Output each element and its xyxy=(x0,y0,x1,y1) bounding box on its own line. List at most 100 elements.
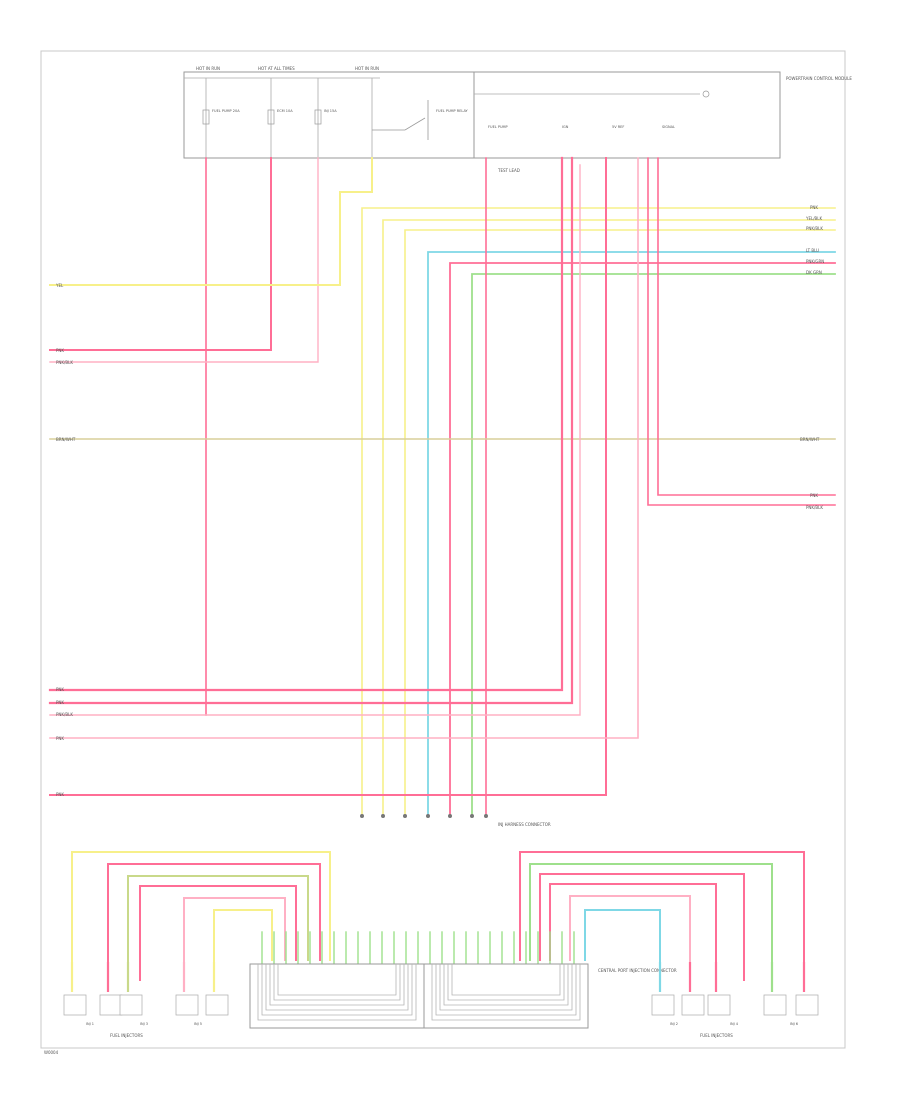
connector-bus-right xyxy=(431,964,581,1021)
wire-label-pink-bottom-3: PNK xyxy=(56,736,64,741)
injector-label: INJ 5 xyxy=(194,1022,202,1026)
connector-bus-left xyxy=(269,964,405,1006)
injector-connector-label: CENTRAL PORT INJECTION CONNECTOR xyxy=(598,968,677,973)
wire-pcm-pnkblk xyxy=(49,164,581,716)
injectors-right-label: FUEL INJECTORS xyxy=(700,1033,733,1038)
injector-icon xyxy=(795,994,819,1016)
wire-label-pink-black-bottom: PNK/BLK xyxy=(56,712,73,717)
wire-label-group: YEL PNK PNK/BLK BRN/WHT PNK PNK PNK/BLK … xyxy=(55,283,76,797)
wire-blu-bus xyxy=(427,251,836,816)
wire-pnk-bus xyxy=(449,262,836,816)
wire-injector-right xyxy=(549,883,717,981)
wire-yellow-ign xyxy=(49,157,373,286)
wire-label-pink-bottom-4: PNK xyxy=(56,792,64,797)
wire-inj-feed xyxy=(49,157,319,363)
harness-pin xyxy=(381,814,385,818)
wire-label-r-brown: BRN/WHT xyxy=(800,437,820,442)
wire-injector-right xyxy=(529,863,773,981)
fuse-icon xyxy=(267,109,275,125)
harness-pin xyxy=(470,814,474,818)
wire-injector-right xyxy=(569,895,691,981)
wire-label-r-pink-black: PNK/BLK xyxy=(806,226,823,231)
injector-connector-outline xyxy=(249,963,589,1029)
module-pin-label-2: IGN xyxy=(562,125,569,129)
wire-group xyxy=(48,156,836,981)
ground-icon xyxy=(702,90,710,98)
wire-pcm-ign-2 xyxy=(48,156,574,705)
injector-label: INJ 3 xyxy=(140,1022,148,1026)
injector-icon xyxy=(205,994,229,1016)
injector-icon xyxy=(763,994,787,1016)
connector-bus-right xyxy=(435,964,577,1016)
page-frame xyxy=(40,50,846,1049)
wire-label-brown: BRN/WHT xyxy=(56,437,76,442)
wire-label-r-dk-green: DK GRN xyxy=(806,270,822,275)
wire-ecm-feed xyxy=(49,157,272,351)
wire-label-r-yellow-black: YEL/BLK xyxy=(805,216,823,221)
injector-label: INJ 4 xyxy=(730,1022,739,1026)
wire-grn-bus xyxy=(471,273,836,816)
connector-bus-right xyxy=(443,964,569,1006)
connector-internal-lines xyxy=(257,964,581,1021)
injector-icon xyxy=(707,994,731,1016)
injector-label: INJ 6 xyxy=(790,1022,798,1026)
fuse-block: HOT IN RUN HOT AT ALL TIMES HOT IN RUN F… xyxy=(183,66,475,159)
fuse-block-label-3: HOT IN RUN xyxy=(355,66,379,71)
wire-label-r-pink-black-2: PNK/BLK xyxy=(806,505,823,510)
module-pin-label-3: 5V REF xyxy=(612,125,624,129)
connector-bus-left xyxy=(265,964,409,1011)
injectors-left-label: FUEL INJECTORS xyxy=(110,1033,143,1038)
fuse-label-3: INJ 15A xyxy=(324,109,337,113)
wire-injector-left xyxy=(213,909,273,981)
harness-pin xyxy=(448,814,452,818)
connector-bus-right xyxy=(439,964,573,1011)
fuse-block-outline xyxy=(183,71,475,159)
fuse-block-label-2: HOT AT ALL TIMES xyxy=(258,66,295,71)
injector-icon xyxy=(651,994,675,1016)
injector-icon xyxy=(175,994,199,1016)
fuse-icon xyxy=(314,109,322,125)
wire-label-pink: PNK xyxy=(56,348,64,353)
control-module-outline xyxy=(473,71,781,159)
wire-pcm-5v xyxy=(49,157,607,796)
connector-bus-right xyxy=(447,964,565,1001)
wire-yel-bus-1 xyxy=(361,207,836,816)
injector-icon xyxy=(119,994,143,1016)
wire-label-pink-bottom-2: PNK xyxy=(56,700,64,705)
connector-bus-left xyxy=(261,964,413,1016)
connector-bus-right xyxy=(451,964,561,996)
wire-injector-right xyxy=(584,909,661,981)
wire-yel-bus-3 xyxy=(404,229,836,816)
wire-injector-left xyxy=(183,897,286,981)
test-lead-label: TEST LEAD xyxy=(497,168,520,173)
harness-pin xyxy=(360,814,364,818)
wire-yel-bus-2 xyxy=(382,219,836,816)
wire-injector-left xyxy=(139,885,297,981)
injector-icon xyxy=(63,994,87,1016)
control-module: POWERTRAIN CONTROL MODULE FUEL PUMP IGN … xyxy=(473,71,852,173)
wire-label-pink-bottom-1: PNK xyxy=(56,687,64,692)
connector-bus-left xyxy=(257,964,417,1021)
wire-injector-right xyxy=(539,873,745,981)
diagram-code: W0004 xyxy=(44,1050,59,1055)
connector-bus-left xyxy=(277,964,397,996)
harness-pin xyxy=(484,814,488,818)
wire-pcm-signal xyxy=(49,157,639,739)
wire-pcm-r1 xyxy=(647,157,836,506)
harness-pin xyxy=(426,814,430,818)
wire-label-r-lt-blue: LT BLU xyxy=(806,248,819,253)
module-pin-label-1: FUEL PUMP xyxy=(488,125,508,129)
wire-label-r-pink: PNK xyxy=(810,205,818,210)
injector-icon xyxy=(681,994,705,1016)
relay-switch-icon xyxy=(404,117,426,131)
control-module-title: POWERTRAIN CONTROL MODULE xyxy=(786,76,852,81)
wire-label-group-right: PNK YEL/BLK PNK/BLK LT BLU PNK/GRN DK GR… xyxy=(800,205,824,510)
injector-connector: CENTRAL PORT INJECTION CONNECTOR xyxy=(249,963,677,1029)
wire-label-yellow: YEL xyxy=(55,283,64,288)
wire-pcm-r2 xyxy=(657,157,836,496)
wire-label-r-pink-green: PNK/GRN xyxy=(806,259,824,264)
wire-injector-left xyxy=(127,875,309,981)
injector-icon xyxy=(99,994,123,1016)
relay-label: FUEL PUMP RELAY xyxy=(436,109,469,113)
